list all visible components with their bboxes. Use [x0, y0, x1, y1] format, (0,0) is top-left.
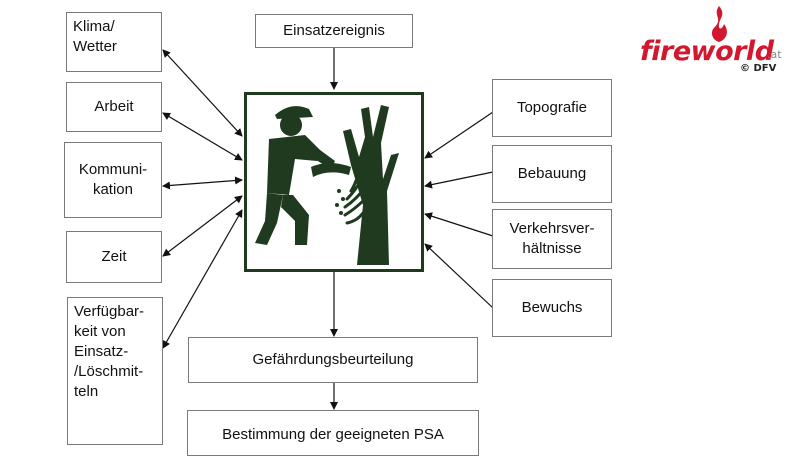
fireworld-logo: fireworld .at © DFV — [640, 6, 790, 76]
arrow-traffic — [424, 212, 494, 237]
arrow-resources — [162, 209, 243, 349]
box-event: Einsatzereignis — [255, 14, 413, 48]
logo-tld: .at — [767, 48, 782, 61]
box-time: Zeit — [66, 231, 162, 283]
box-vegetation: Bewuchs — [492, 279, 612, 337]
box-traffic: Verkehrsver- hältnisse — [492, 209, 612, 269]
logo-copyright: © DFV — [740, 63, 777, 74]
arrow-buildings — [424, 171, 494, 189]
box-climate: Klima/ Wetter — [66, 12, 162, 72]
arrow-vegetation — [424, 243, 494, 309]
firefighter-extinguishing-tree-fire-icon — [255, 105, 399, 265]
box-assessment: Gefährdungsbeurteilung — [188, 337, 478, 383]
flame-icon — [711, 6, 727, 42]
box-ppe: Bestimmung der geeigneten PSA — [187, 410, 479, 456]
firefighter-pictogram — [244, 92, 424, 272]
arrow-work — [162, 112, 243, 161]
box-topography: Topografie — [492, 79, 612, 137]
arrow-topography — [424, 111, 494, 159]
box-communication: Kommuni- kation — [64, 142, 162, 218]
box-resources: Verfügbar- keit von Einsatz- /Löschmit- … — [67, 297, 163, 445]
arrow-time — [162, 195, 243, 257]
arrow-climate — [162, 49, 243, 137]
logo-brand: fireworld — [640, 36, 774, 67]
box-buildings: Bebauung — [492, 145, 612, 203]
arrow-communication — [162, 176, 243, 190]
box-work: Arbeit — [66, 82, 162, 132]
